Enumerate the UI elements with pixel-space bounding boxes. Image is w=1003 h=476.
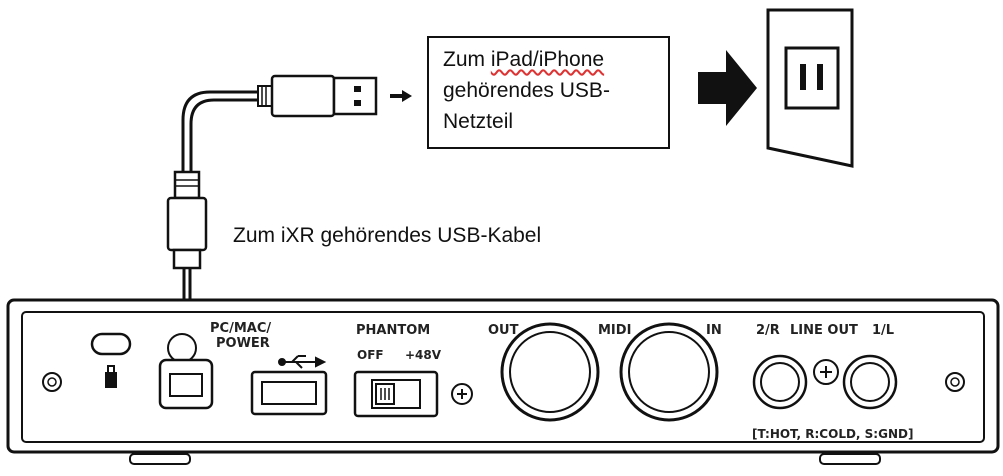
kensington-lock-icon	[105, 365, 117, 388]
wiring-note: [T:HOT, R:COLD, S:GND]	[752, 427, 913, 441]
callout-line-1-prefix: Zum	[443, 48, 491, 71]
cable-label: Zum iXR gehörendes USB-Kabel	[233, 224, 542, 247]
pc-mac-label: PC/MAC/	[210, 321, 271, 336]
line-out-label: LINE OUT	[790, 323, 858, 338]
callout-line-1: Zum iPad/iPhone	[443, 48, 604, 72]
adapter-callout: Zum iPad/iPhone gehörendes USB- Netzteil	[427, 36, 670, 149]
usb-b-port	[158, 358, 214, 410]
line-out-1l-label: 1/L	[872, 323, 894, 338]
phantom-off-label: OFF	[357, 348, 384, 362]
line-out-screw-icon	[813, 359, 839, 385]
midi-in-label: IN	[706, 323, 722, 338]
screw-left-icon	[42, 372, 62, 392]
midi-label: MIDI	[598, 323, 631, 338]
usb-symbol-icon	[278, 355, 327, 369]
phantom-on-label: +48V	[405, 348, 442, 362]
power-label: POWER	[216, 336, 270, 351]
callout-device-name: iPad/iPhone	[490, 48, 605, 71]
line-out-2r-label: 2/R	[756, 323, 780, 338]
callout-line-2: gehörendes USB-	[443, 79, 610, 102]
phantom-label: PHANTOM	[356, 323, 430, 338]
callout-line-3: Netzteil	[443, 110, 514, 133]
arrow-to-adapter-icon	[390, 90, 412, 102]
screw-right-icon	[945, 372, 965, 392]
usb-a-plug	[257, 74, 378, 118]
ground-screw-icon	[451, 383, 473, 405]
line-out-2r-jack	[752, 354, 808, 410]
line-out-1l-jack	[842, 354, 898, 410]
arrow-to-socket-icon	[698, 50, 757, 126]
usb-a-port	[250, 370, 328, 416]
midi-in-port	[619, 322, 719, 422]
security-slot	[90, 332, 132, 356]
wall-socket-icon	[766, 8, 854, 168]
midi-out-port	[500, 322, 600, 422]
phantom-switch	[353, 370, 439, 418]
midi-out-label: OUT	[488, 323, 519, 338]
usb-cable	[181, 90, 263, 180]
